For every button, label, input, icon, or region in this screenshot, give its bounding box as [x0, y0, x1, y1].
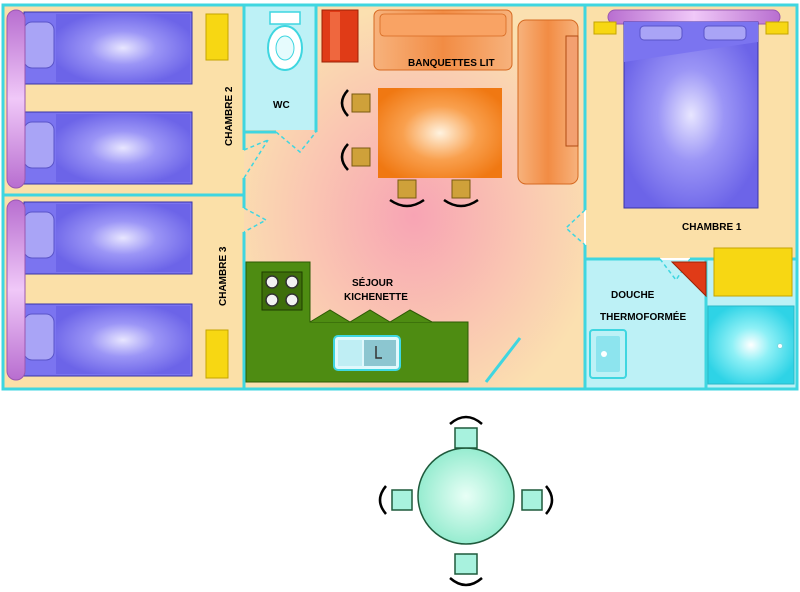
thermo-label: THERMOFORMÉE	[600, 310, 686, 323]
sofa-bench	[373, 9, 513, 71]
water-heater	[670, 261, 707, 298]
sink	[333, 335, 401, 371]
washbasin	[589, 329, 627, 379]
chambre2-nightstand	[205, 13, 229, 61]
chambre1-dresser	[713, 247, 793, 297]
fridge-shine	[330, 12, 340, 60]
toilet	[267, 11, 303, 71]
banquettes-label: BANQUETTES LIT	[408, 58, 495, 69]
chambre1-nightstand-right	[765, 21, 789, 35]
walls	[1, 3, 799, 391]
dining-chairs	[351, 93, 471, 199]
chair-arcs	[340, 89, 479, 208]
kitchen-shelf	[309, 309, 433, 323]
chambre2-beds	[6, 9, 193, 189]
sejour-label: SÉJOUR	[352, 276, 394, 289]
chambre1-nightstand-left	[593, 21, 617, 35]
chambre3-beds	[6, 199, 193, 381]
cooktop	[261, 271, 303, 311]
shower-drain	[777, 343, 783, 349]
wc-label: WC	[273, 100, 290, 111]
outdoor-chair-arcs	[378, 415, 554, 587]
outdoor-chairs	[391, 427, 543, 575]
chambre1-label: CHAMBRE 1	[682, 222, 742, 233]
outdoor-table	[417, 447, 515, 545]
kitchenette-label: KICHENETTE	[344, 292, 408, 303]
douche-label: DOUCHE	[611, 290, 655, 301]
chambre1-bed	[623, 21, 759, 209]
chambre3-nightstand	[205, 329, 229, 379]
chambre2-label: CHAMBRE 2	[224, 86, 235, 146]
sofa-bed	[517, 19, 579, 185]
dining-table	[378, 88, 502, 178]
chambre3-label: CHAMBRE 3	[218, 246, 229, 306]
entrance-door	[484, 337, 522, 383]
